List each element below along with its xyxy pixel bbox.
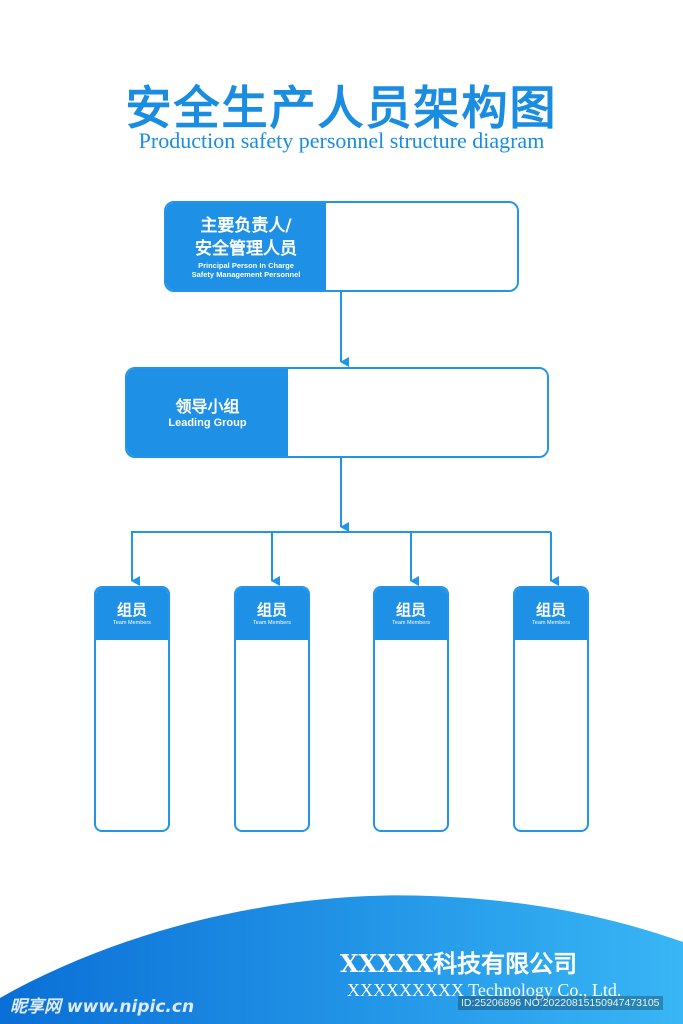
team-member-cn: 组员 [535, 601, 566, 619]
principal-person-name-field [326, 203, 517, 290]
team-member-header: 组员 Team Members [515, 588, 587, 640]
principal-person-en-line2: Safety Management Personnel [191, 269, 301, 279]
team-member-en: Team Members [113, 620, 151, 626]
leading-group-name-field [288, 369, 547, 456]
principal-person-en-line1: Principal Person In Charge [198, 260, 294, 270]
leading-group-box: 领导小组 Leading Group [125, 367, 549, 458]
page-title-en: Production safety personnel structure di… [138, 128, 545, 153]
team-member-box-4: 组员 Team Members [513, 586, 589, 832]
principal-person-label: 主要负责人/ 安全管理人员 Principal Person In Charge… [166, 203, 326, 290]
company-name-en: XXXXXXXXX Technology Co., Ltd. [347, 980, 622, 1000]
principal-person-cn-line1: 主要负责人/ [200, 215, 292, 236]
leading-group-label: 领导小组 Leading Group [127, 369, 288, 456]
team-member-en: Team Members [392, 620, 430, 626]
team-member-box-1: 组员 Team Members [94, 586, 170, 832]
team-member-box-2: 组员 Team Members [234, 586, 310, 832]
watermark-id: ID:25206896 NO:20220815150947473105 [458, 996, 663, 1010]
team-member-cn: 组员 [256, 601, 287, 619]
team-member-en: Team Members [253, 620, 291, 626]
principal-person-box: 主要负责人/ 安全管理人员 Principal Person In Charge… [164, 201, 519, 292]
team-member-header: 组员 Team Members [236, 588, 308, 640]
team-member-header: 组员 Team Members [96, 588, 168, 640]
principal-person-cn-line2: 安全管理人员 [195, 238, 297, 259]
watermark-site: 昵享网 www.nipic.cn [10, 997, 195, 1017]
leading-group-cn: 领导小组 [175, 396, 240, 416]
team-member-cn: 组员 [116, 601, 147, 619]
team-member-en: Team Members [532, 620, 570, 626]
team-member-box-3: 组员 Team Members [373, 586, 449, 832]
leading-group-en: Leading Group [168, 416, 247, 429]
company-name-cn: XXXXX科技有限公司 [340, 949, 578, 978]
team-member-cn: 组员 [395, 601, 426, 619]
team-member-header: 组员 Team Members [375, 588, 447, 640]
connector-lines [131, 292, 559, 586]
page-title-cn: 安全生产人员架构图 [125, 81, 558, 135]
footer-wave [0, 895, 683, 1024]
